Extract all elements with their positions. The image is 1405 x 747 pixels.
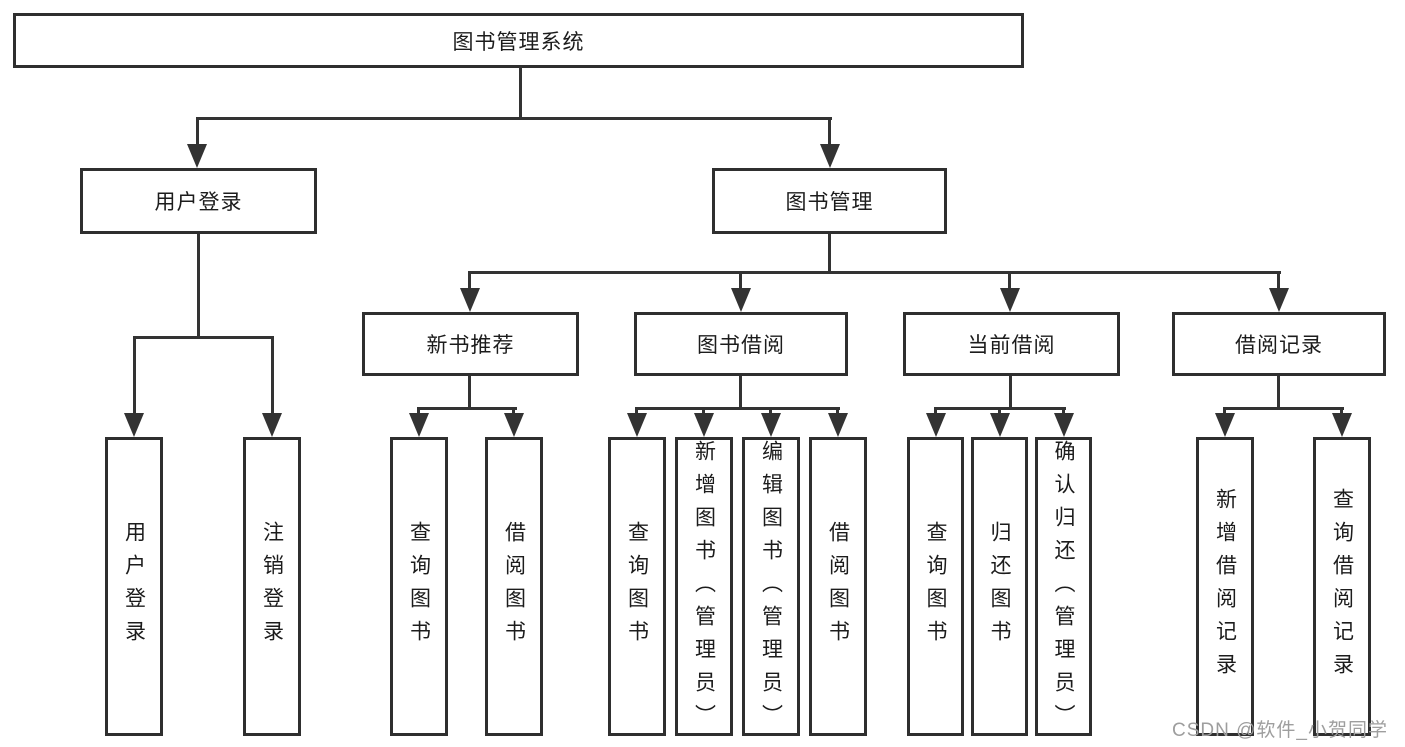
arrow-down-icon: [262, 413, 282, 437]
arrow-down-icon: [187, 144, 207, 168]
arrow-down-icon: [1215, 413, 1235, 437]
arrow-down-icon: [761, 413, 781, 437]
node-book-borrow: 图书借阅: [634, 312, 848, 376]
connector-drop: [417, 407, 420, 415]
leaf-return-books: 归还图书: [971, 437, 1028, 736]
leaf-add-borrow-record-label: 新增借阅记录: [1213, 487, 1237, 686]
leaf-confirm-return-admin-label: 确认归还（管理员）: [1052, 440, 1075, 737]
leaf-edit-book-admin: 编辑图书（管理员）: [742, 437, 800, 737]
connector-drop: [1062, 407, 1065, 415]
node-library-management-system: 图书管理系统: [13, 13, 1024, 68]
node-book-borrow-label: 图书借阅: [697, 334, 785, 357]
leaf-add-book-admin-label: 新增图书（管理员）: [692, 440, 716, 737]
arrow-down-icon: [1000, 288, 1020, 312]
node-book-management-label: 图书管理: [785, 191, 874, 214]
connector-drop: [934, 407, 937, 415]
connector-borrow-records-rail: [1223, 407, 1344, 410]
connector-root-rail: [196, 117, 832, 120]
connector-drop: [836, 407, 839, 415]
connector-book-management-stem: [828, 234, 831, 274]
leaf-query-books-current-label: 查询图书: [924, 520, 947, 653]
leaf-return-books-label: 归还图书: [988, 520, 1011, 653]
leaf-borrow-books-recommend: 借阅图书: [485, 437, 543, 736]
arrow-down-icon: [828, 413, 848, 437]
connector-book-borrow-stem: [739, 376, 742, 410]
arrow-down-icon: [1054, 413, 1074, 437]
leaf-borrow-books-label: 借阅图书: [826, 520, 850, 653]
connector-user-login-rail: [133, 336, 274, 339]
node-library-management-system-label: 图书管理系统: [452, 30, 585, 54]
connector-drop-user-login: [196, 117, 199, 147]
node-new-book-recommend-label: 新书推荐: [426, 334, 515, 357]
connector-drop: [1340, 407, 1343, 415]
node-book-management: 图书管理: [712, 168, 947, 234]
arrow-down-icon: [1332, 413, 1352, 437]
connector-drop: [1223, 407, 1226, 415]
leaf-query-books-borrow: 查询图书: [608, 437, 666, 736]
connector-drop-borrow-records: [1277, 271, 1280, 291]
node-current-borrow-label: 当前借阅: [967, 334, 1056, 357]
connector-book-management-rail: [468, 271, 1281, 274]
connector-new-book-rail: [417, 407, 517, 410]
node-new-book-recommend: 新书推荐: [362, 312, 579, 376]
watermark: CSDN @软件_小贺同学: [1172, 720, 1388, 741]
arrow-down-icon: [694, 413, 714, 437]
node-user-login: 用户登录: [80, 168, 317, 234]
connector-borrow-records-stem: [1277, 376, 1280, 410]
node-borrow-records: 借阅记录: [1172, 312, 1386, 376]
leaf-add-book-admin: 新增图书（管理员）: [675, 437, 733, 737]
node-user-login-label: 用户登录: [154, 191, 243, 214]
connector-new-book-stem: [468, 376, 471, 410]
leaf-add-borrow-record: 新增借阅记录: [1196, 437, 1254, 736]
connector-user-login-stem: [197, 234, 200, 339]
connector-drop-new-book: [468, 271, 471, 291]
connector-current-borrow-stem: [1009, 376, 1012, 410]
arrow-down-icon: [731, 288, 751, 312]
connector-drop: [769, 407, 772, 415]
arrow-down-icon: [926, 413, 946, 437]
connector-drop-leaf-user-login: [133, 336, 136, 416]
connector-root-stem: [519, 67, 522, 119]
arrow-down-icon: [990, 413, 1010, 437]
arrow-down-icon: [504, 413, 524, 437]
arrow-down-icon: [627, 413, 647, 437]
arrow-down-icon: [460, 288, 480, 312]
node-current-borrow: 当前借阅: [903, 312, 1120, 376]
leaf-query-books-current: 查询图书: [907, 437, 964, 736]
leaf-edit-book-admin-label: 编辑图书（管理员）: [759, 440, 783, 737]
arrow-down-icon: [820, 144, 840, 168]
leaf-logout-login-label: 注销登录: [260, 520, 284, 653]
connector-drop-leaf-logout: [271, 336, 274, 416]
leaf-query-borrow-record: 查询借阅记录: [1313, 437, 1371, 736]
leaf-confirm-return-admin: 确认归还（管理员）: [1035, 437, 1092, 737]
connector-drop-current-borrow: [1008, 271, 1011, 291]
leaf-user-login-label: 用户登录: [122, 520, 146, 653]
leaf-query-books-recommend-label: 查询图书: [407, 520, 431, 653]
node-borrow-records-label: 借阅记录: [1235, 334, 1323, 357]
leaf-query-books-borrow-label: 查询图书: [625, 520, 649, 653]
arrow-down-icon: [409, 413, 429, 437]
connector-drop-book-management: [828, 117, 831, 147]
connector-drop-book-borrow: [739, 271, 742, 291]
leaf-logout-login: 注销登录: [243, 437, 301, 736]
leaf-borrow-books-recommend-label: 借阅图书: [502, 520, 526, 653]
connector-drop: [702, 407, 705, 415]
leaf-query-books-recommend: 查询图书: [390, 437, 448, 736]
connector-book-borrow-rail: [635, 407, 840, 410]
leaf-borrow-books: 借阅图书: [809, 437, 867, 736]
arrow-down-icon: [1269, 288, 1289, 312]
leaf-user-login: 用户登录: [105, 437, 163, 736]
connector-drop: [635, 407, 638, 415]
leaf-query-borrow-record-label: 查询借阅记录: [1330, 487, 1354, 686]
arrow-down-icon: [124, 413, 144, 437]
connector-drop: [512, 407, 515, 415]
connector-drop: [998, 407, 1001, 415]
